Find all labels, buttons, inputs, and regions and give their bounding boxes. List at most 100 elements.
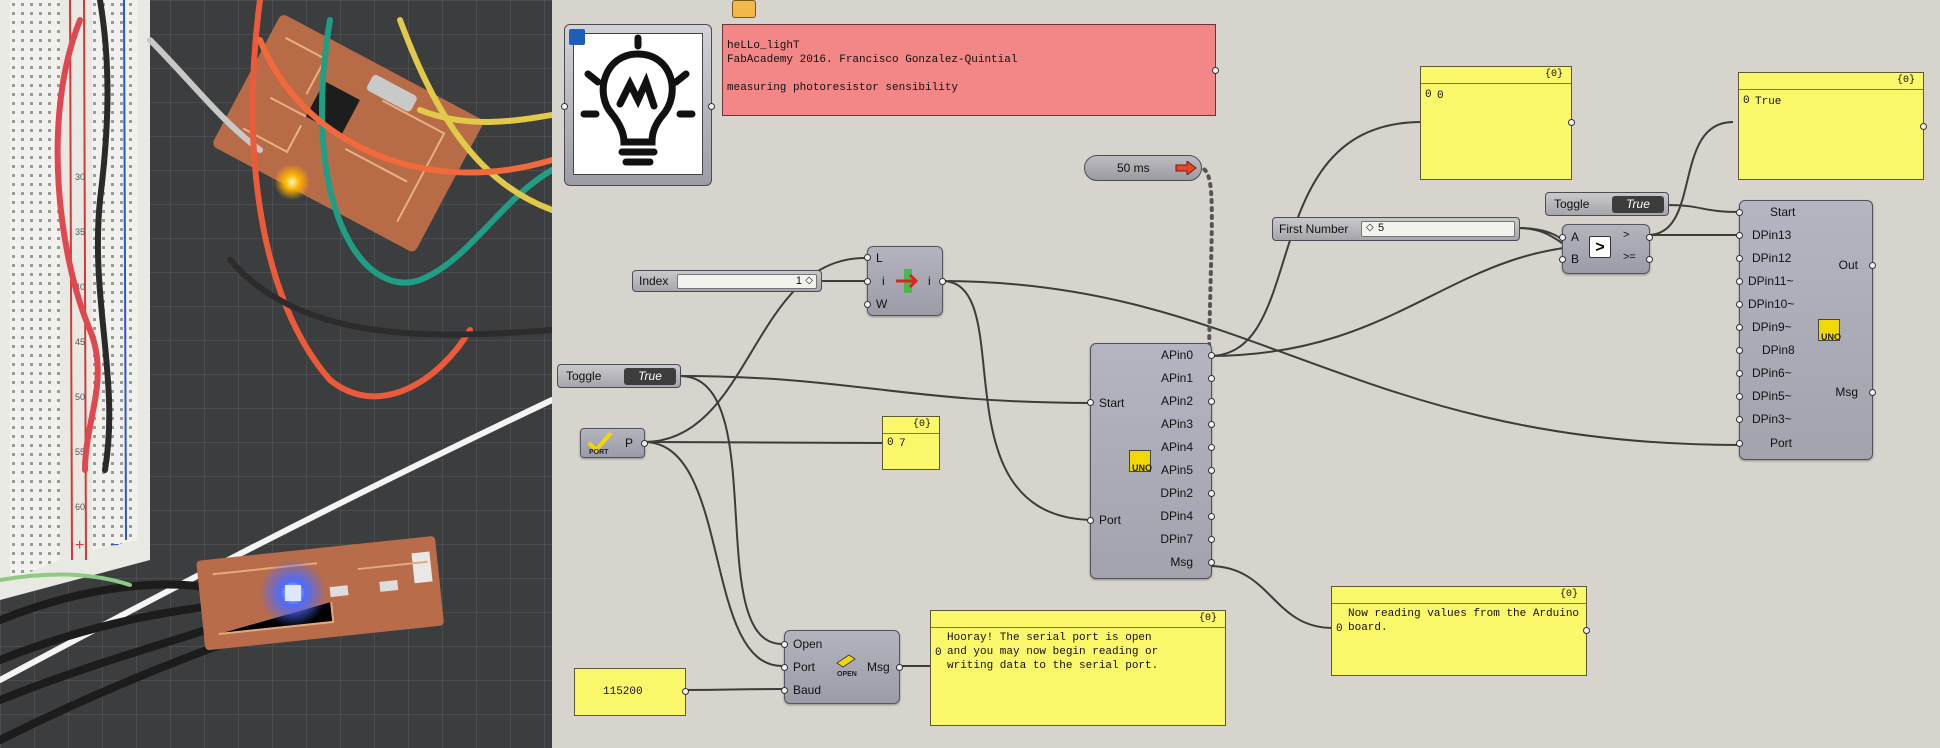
input-grip[interactable]	[1736, 232, 1743, 239]
panel-analog-value[interactable]: {0} 0 0	[1420, 66, 1575, 180]
input-grip[interactable]	[1736, 278, 1743, 285]
list-item-component[interactable]: L i W i	[864, 246, 946, 316]
output-grip[interactable]	[1869, 389, 1876, 396]
slider-track[interactable]: 1 ◇	[677, 274, 817, 289]
input-grip[interactable]	[864, 301, 871, 308]
output-grip[interactable]	[1208, 421, 1215, 428]
rail-plus-label: +	[75, 537, 84, 554]
write-input: DPin12	[1752, 251, 1792, 265]
input-grip[interactable]	[864, 278, 871, 285]
output-grip[interactable]	[1208, 444, 1215, 451]
panel-hooray-line-1: Hooray! The serial port is open	[947, 632, 1152, 644]
toggle-left-label: Toggle	[566, 369, 602, 383]
input-grip[interactable]	[781, 687, 788, 694]
input-grip[interactable]	[781, 641, 788, 648]
output-grip[interactable]	[939, 278, 946, 285]
panel-row-index: 0	[887, 437, 894, 449]
rail-minus-label: −	[110, 537, 119, 554]
panel-value: True	[1755, 96, 1782, 108]
grasshopper-canvas[interactable]: heLLo_lighT FabAcademy 2016. Francisco G…	[552, 0, 1940, 748]
output-grip[interactable]	[1208, 513, 1215, 520]
output-grip[interactable]	[708, 103, 715, 110]
input-grip[interactable]	[1736, 324, 1743, 331]
panel-compare-result[interactable]: {0} 0 True	[1738, 72, 1927, 180]
output-grip[interactable]	[896, 664, 903, 671]
write-input: DPin11~	[1748, 274, 1794, 288]
write-input: DPin13	[1752, 228, 1792, 242]
compare-icon: >	[1589, 236, 1611, 258]
toggle-right[interactable]: Toggle True	[1545, 192, 1669, 216]
panel-row-index: 0	[1425, 89, 1432, 101]
timer-component[interactable]: 50 ms	[1084, 155, 1202, 181]
read-input-port: Port	[1099, 513, 1122, 527]
index-slider[interactable]: Index 1 ◇	[632, 270, 822, 292]
first-number-label: First Number	[1279, 222, 1349, 236]
comment-icon[interactable]	[732, 0, 756, 18]
slider-handle-icon[interactable]: ◇	[1366, 222, 1374, 233]
arduino-read-component[interactable]: Start Port APin0 APin1 APin2 APin3 APin4…	[1087, 343, 1215, 579]
slider-handle-icon[interactable]: ◇	[805, 275, 813, 286]
input-grip[interactable]	[1736, 440, 1743, 447]
output-grip[interactable]	[641, 440, 648, 447]
info-panel[interactable]: heLLo_lighT FabAcademy 2016. Francisco G…	[722, 24, 1219, 116]
input-grip[interactable]	[1736, 393, 1743, 400]
slider-track[interactable]: ◇ 5	[1361, 221, 1515, 237]
save-icon[interactable]	[569, 29, 585, 45]
toggle-left-value[interactable]: True	[624, 368, 676, 385]
output-grip[interactable]	[1212, 67, 1219, 74]
read-output: DPin2	[1160, 486, 1193, 500]
first-number-slider[interactable]: First Number ◇ 5	[1272, 217, 1520, 241]
input-grip[interactable]	[1736, 347, 1743, 354]
panel-index-value[interactable]: {0} 0 7	[882, 416, 940, 470]
output-grip[interactable]	[1208, 559, 1215, 566]
output-grip[interactable]	[1208, 352, 1215, 359]
port-param[interactable]: PORT P	[580, 428, 648, 458]
port-icon: PORT	[585, 431, 615, 456]
toggle-right-label: Toggle	[1554, 197, 1590, 211]
output-grip[interactable]	[1583, 627, 1590, 634]
output-grip[interactable]	[1920, 123, 1927, 130]
breadboard-number: 30	[75, 172, 85, 182]
timer-label: 50 ms	[1117, 161, 1150, 175]
input-grip[interactable]	[1559, 256, 1566, 263]
input-grip[interactable]	[1736, 416, 1743, 423]
open-input-open: Open	[793, 637, 823, 651]
write-output-msg: Msg	[1835, 385, 1858, 399]
panel-serial-status[interactable]: {0} 0 Hooray! The serial port is open an…	[930, 610, 1226, 726]
toggle-right-value[interactable]: True	[1612, 196, 1664, 213]
compare-output-gt: >	[1623, 229, 1630, 241]
open-port-component[interactable]: Open Port Baud Msg OPEN	[781, 630, 903, 704]
input-grip[interactable]	[1559, 234, 1566, 241]
input-grip[interactable]	[1736, 209, 1743, 216]
output-grip[interactable]	[1568, 119, 1575, 126]
output-grip[interactable]	[1208, 398, 1215, 405]
input-grip[interactable]	[781, 664, 788, 671]
output-grip[interactable]	[1208, 375, 1215, 382]
port-param-label: P	[625, 436, 634, 450]
output-grip[interactable]	[1646, 234, 1653, 241]
output-grip[interactable]	[1646, 256, 1653, 263]
compare-component[interactable]: A B > > >=	[1559, 224, 1653, 274]
image-component[interactable]	[561, 24, 715, 186]
info-line-4: measuring photoresistor sensibility	[727, 82, 959, 94]
input-grip[interactable]	[1736, 301, 1743, 308]
output-grip[interactable]	[1208, 490, 1215, 497]
input-grip[interactable]	[864, 254, 871, 261]
output-grip[interactable]	[682, 688, 689, 695]
output-grip[interactable]	[1869, 262, 1876, 269]
read-output: DPin4	[1160, 509, 1193, 523]
panel-arduino-msg[interactable]: {0} 0 Now reading values from the Arduin…	[1331, 586, 1590, 676]
input-grip[interactable]	[1736, 370, 1743, 377]
output-grip[interactable]	[1208, 467, 1215, 474]
input-grip[interactable]	[1087, 517, 1094, 524]
input-grip[interactable]	[561, 103, 568, 110]
input-grip[interactable]	[1736, 255, 1743, 262]
compare-input-a: A	[1571, 230, 1580, 244]
panel-baud-rate[interactable]: 115200	[574, 668, 689, 716]
output-grip[interactable]	[1208, 536, 1215, 543]
input-grip[interactable]	[1087, 399, 1094, 406]
panel-hooray-line-2: and you may now begin reading or	[947, 646, 1159, 658]
toggle-left[interactable]: Toggle True	[557, 364, 681, 388]
read-output: APin1	[1160, 371, 1193, 385]
arduino-write-component[interactable]: Start DPin13 DPin12 DPin11~ DPin10~ DPin…	[1736, 200, 1876, 460]
